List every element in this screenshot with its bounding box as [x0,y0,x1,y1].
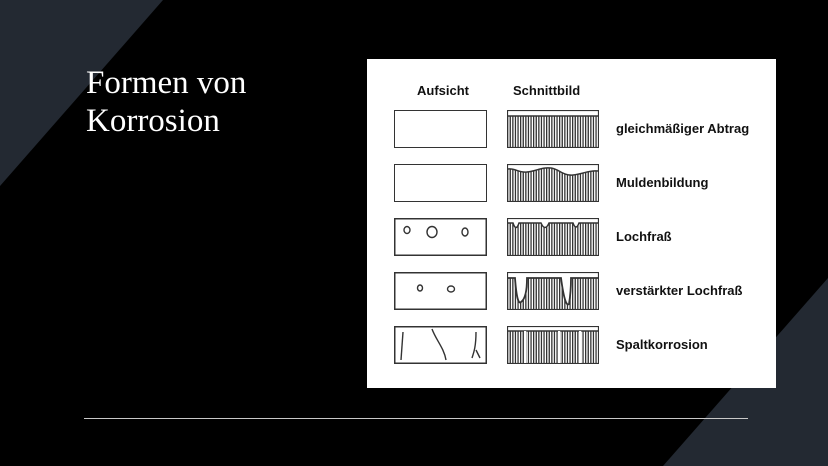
label-crevice-corrosion: Spaltkorrosion [616,337,708,352]
corrosion-row-pitting: Lochfraß [367,218,776,258]
corrosion-forms-figure: Aufsicht Schnittbild gleichmäßiger Abtra… [367,59,776,388]
cross-section-uniform [507,110,599,148]
cross-section-deep-pitting [507,272,599,310]
cross-section-trough [507,164,599,202]
corrosion-row-trough: Muldenbildung [367,164,776,204]
corrosion-row-crevice: Spaltkorrosion [367,326,776,366]
top-view-trough [394,164,487,202]
corrosion-row-uniform: gleichmäßiger Abtrag [367,110,776,150]
corrosion-row-deep-pitting: verstärkter Lochfraß [367,272,776,312]
top-view-pitting [394,218,487,256]
top-view-crevice [394,326,487,364]
label-pitting: Lochfraß [616,229,672,244]
accent-band-top-left [0,0,163,186]
top-view-uniform [394,110,487,148]
title-line-2: Korrosion [86,103,220,139]
label-uniform-corrosion: gleichmäßiger Abtrag [616,121,750,136]
cross-section-pitting [507,218,599,256]
header-cross-section: Schnittbild [513,83,581,98]
top-view-deep-pitting [394,272,487,310]
label-deep-pitting: verstärkter Lochfraß [616,283,743,298]
title-line-1: Formen von [86,65,247,101]
cross-section-crevice [507,326,599,364]
header-top-view: Aufsicht [417,83,469,98]
label-trough-formation: Muldenbildung [616,175,709,190]
slide-title: Formen von Korrosion [86,64,326,140]
horizontal-divider [84,418,748,419]
